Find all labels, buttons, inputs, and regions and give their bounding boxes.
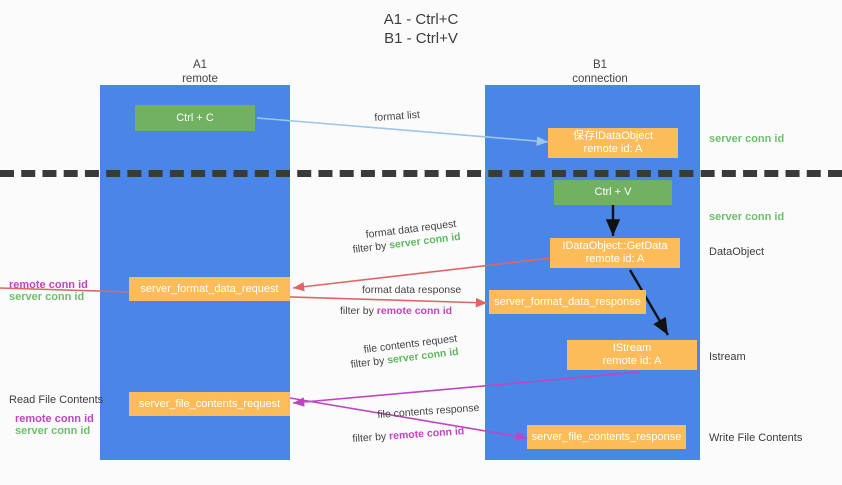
title-line-2: B1 - Ctrl+V bbox=[384, 30, 458, 47]
arrow-format-list bbox=[256, 117, 549, 146]
box-ctrl-v[interactable]: Ctrl + V bbox=[554, 180, 672, 205]
arrow-format-data-request bbox=[292, 257, 553, 292]
box-ctrl-v-label: Ctrl + V bbox=[594, 186, 632, 198]
box-server-file-contents-response-label: server_file_contents_response bbox=[531, 430, 682, 443]
filter-value-remote-conn-id: remote conn id bbox=[376, 305, 453, 317]
annotation-write-file-contents: Write File Contents bbox=[709, 432, 803, 444]
edge-label-format-data-response-filter: filter by remote conn id bbox=[340, 305, 453, 317]
lane-header-a1: A1 remote bbox=[140, 58, 260, 86]
lane-a1-role: remote bbox=[182, 73, 218, 85]
page-title: A1 - Ctrl+C B1 - Ctrl+V bbox=[0, 10, 842, 48]
annotation-remote-conn-id-format: remote conn id bbox=[9, 279, 88, 291]
title-line-1: A1 - Ctrl+C bbox=[383, 11, 459, 28]
box-server-format-data-request-label: server_format_data_request bbox=[140, 282, 279, 295]
box-istream-line2: remote id: A bbox=[602, 355, 662, 367]
box-ctrl-c[interactable]: Ctrl + C bbox=[135, 105, 255, 131]
box-save-idataobject-line2: remote id: A bbox=[583, 143, 643, 155]
arrow-file-contents-response bbox=[289, 397, 528, 441]
edge-label-format-data-response: format data response bbox=[362, 284, 462, 296]
box-getdata-line1: IDataObject::GetData bbox=[562, 240, 668, 252]
annotation-remote-conn-id-file: remote conn id bbox=[15, 413, 94, 425]
box-server-file-contents-response[interactable]: server_file_contents_response bbox=[527, 425, 686, 449]
box-server-format-data-request[interactable]: server_format_data_request bbox=[129, 277, 290, 301]
annotation-dataobject: DataObject bbox=[709, 246, 765, 258]
lane-header-b1: B1 connection bbox=[535, 58, 665, 86]
box-ctrl-c-label: Ctrl + C bbox=[176, 111, 214, 124]
box-istream-line1: IStream bbox=[612, 342, 652, 354]
annotation-server-conn-id-format: server conn id bbox=[9, 291, 85, 303]
annotation-server-conn-id-getdata: server conn id bbox=[709, 211, 785, 223]
box-server-format-data-response[interactable]: server_format_data_response bbox=[489, 290, 646, 314]
box-getdata-line2: remote id: A bbox=[585, 253, 645, 265]
annotation-read-file-contents: Read File Contents bbox=[9, 394, 104, 406]
annotation-server-conn-id-top: server conn id bbox=[709, 133, 785, 145]
annotation-istream: Istream bbox=[709, 351, 746, 363]
lane-a1-name: A1 bbox=[192, 59, 208, 71]
box-server-file-contents-request-label: server_file_contents_request bbox=[138, 397, 281, 410]
box-idataobject-getdata[interactable]: IDataObject::GetData remote id: A bbox=[550, 238, 680, 268]
annotation-server-conn-id-file: server conn id bbox=[15, 425, 91, 437]
divider-dashed-line bbox=[0, 170, 842, 177]
arrow-getdata-to-istream bbox=[628, 269, 670, 336]
box-server-file-contents-request[interactable]: server_file_contents_request bbox=[129, 392, 290, 416]
box-server-format-data-response-label: server_format_data_response bbox=[494, 295, 641, 308]
box-save-idataobject[interactable]: 保存IDataObject remote id: A bbox=[548, 128, 678, 158]
arrow-file-contents-request bbox=[292, 371, 641, 407]
box-save-idataobject-line1: 保存IDataObject bbox=[572, 130, 654, 142]
box-istream[interactable]: IStream remote id: A bbox=[567, 340, 697, 370]
lane-b1-name: B1 bbox=[592, 59, 608, 71]
lane-b1-role: connection bbox=[572, 73, 628, 85]
